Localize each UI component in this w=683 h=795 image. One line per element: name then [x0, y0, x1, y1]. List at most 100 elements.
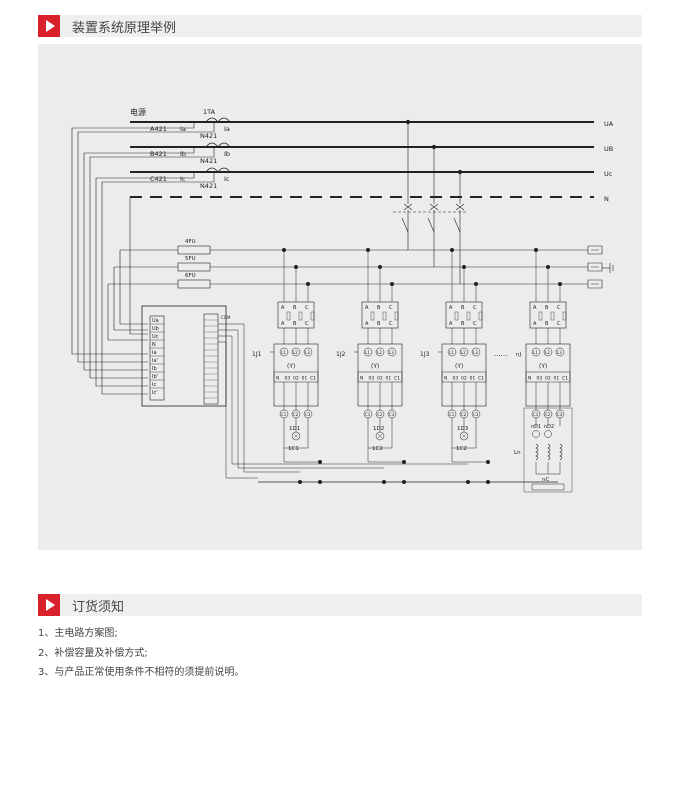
fuse-block-label: B — [545, 305, 549, 311]
section-title: 装置系统原理举例 — [72, 20, 177, 36]
main-switch — [393, 119, 468, 233]
contactor-terminal: L3 — [557, 350, 562, 355]
contactor-terminal: C1 — [365, 412, 371, 417]
contactor-aux-terminal: C1 — [310, 376, 316, 382]
contactor-terminal: L2 — [545, 350, 550, 355]
fuse-block-label: B — [461, 305, 465, 311]
svg-text:Ib: Ib — [180, 150, 186, 158]
contactor-aux-terminal: 03 — [453, 376, 459, 382]
fuse-block-label: B — [377, 305, 381, 311]
svg-text:C421: C421 — [150, 175, 167, 183]
fuse-label-5fu: 5FU — [185, 256, 196, 262]
contactor-terminal: C2 — [545, 412, 551, 417]
contactor-aux-terminal: 02 — [461, 376, 467, 382]
svg-text:Uc: Uc — [152, 334, 159, 340]
lamp-label: nD1 — [531, 424, 541, 430]
phase-b-line: B421 Ib N421 Ib UB — [130, 142, 613, 165]
svg-text:Ua: Ua — [152, 318, 159, 324]
contactor-aux-terminal: C1 — [478, 376, 484, 382]
fuse-block-label: B — [377, 321, 381, 327]
order-notes: 1、主电路方案图; 2、补偿容量及补偿方式; 3、与产品正常使用条件不相符的须提… — [38, 624, 642, 683]
fuse-block-label: C — [557, 305, 561, 311]
capacitor-label: nC — [542, 477, 549, 483]
contactor-terminal: C3 — [473, 412, 479, 417]
contactor-aux-terminal: 01 — [302, 376, 308, 382]
fuse-block-label: C — [473, 321, 477, 327]
capacitor-label: 1C2 — [456, 446, 467, 452]
contactor-terminal: C1 — [281, 412, 287, 417]
svg-text:N421: N421 — [200, 182, 217, 190]
contactor-aux-terminal: 01 — [554, 376, 560, 382]
svg-text:B421: B421 — [150, 150, 167, 158]
note-item: 3、与产品正常使用条件不相符的须提前说明。 — [38, 667, 245, 678]
branch-buses — [107, 232, 614, 341]
contactor-terminal: C3 — [389, 412, 395, 417]
more-branches-dots: ...... — [494, 350, 507, 358]
section-title: 订货须知 — [72, 599, 125, 615]
svg-text:Ub: Ub — [152, 326, 159, 332]
svg-text:Ib: Ib — [152, 366, 157, 372]
svg-text:Uc: Uc — [604, 170, 613, 178]
contactor-terminal: C2 — [461, 412, 467, 417]
svg-text:Ic: Ic — [180, 175, 186, 183]
svg-text:Ib: Ib — [224, 150, 230, 158]
svg-text:Ic: Ic — [152, 382, 156, 388]
fuse-block-label: A — [449, 305, 453, 311]
contactor-coil: (Y) — [539, 363, 547, 370]
branch-id: 1J3 — [420, 351, 430, 358]
fuse-block-label: A — [281, 321, 285, 327]
neutral-line: N — [130, 195, 609, 203]
contactor-aux-terminal: N — [276, 376, 279, 382]
fuse-block-label: B — [293, 321, 297, 327]
contactor-terminal: C1 — [533, 412, 539, 417]
fuse-block-label: A — [533, 305, 537, 311]
contactor-terminal: C3 — [305, 412, 311, 417]
fuse-label-6fu: 6FU — [185, 273, 196, 279]
section-header-order: 订货须知 — [38, 594, 642, 616]
lamp-label: 1D3 — [457, 426, 469, 432]
contactor-aux-terminal: N — [444, 376, 447, 382]
svg-text:Ia: Ia — [224, 125, 230, 133]
contactor-terminal: C2 — [293, 412, 299, 417]
contactor-terminal: L1 — [533, 350, 538, 355]
control-wires — [218, 323, 558, 483]
contactor-terminal: L3 — [305, 350, 310, 355]
contactor-terminal: L3 — [389, 350, 394, 355]
svg-text:N: N — [604, 195, 609, 203]
svg-text:COM: COM — [221, 315, 231, 320]
section-header-principle: 装置系统原理举例 — [38, 15, 642, 37]
contactor-terminal: L1 — [281, 350, 286, 355]
contactor-terminal: L1 — [449, 350, 454, 355]
svg-text:Ic': Ic' — [152, 390, 158, 396]
contactor-terminal: L2 — [461, 350, 466, 355]
fuse-block-label: B — [545, 321, 549, 327]
contactor-aux-terminal: 03 — [369, 376, 375, 382]
note-item: 2、补偿容量及补偿方式; — [38, 647, 148, 659]
fuse-block-label: C — [305, 305, 309, 311]
lamp-label: 1D2 — [373, 426, 384, 432]
svg-text:N421: N421 — [200, 157, 217, 165]
contactor-aux-terminal: 03 — [285, 376, 291, 382]
contactor-aux-terminal: 01 — [470, 376, 476, 382]
circuit-diagram: 电源 1TA A421 Ia N421 Ia UA B421 Ib N421 I… — [38, 44, 642, 550]
contactor-terminal: L2 — [377, 350, 382, 355]
contactor-terminal: C3 — [557, 412, 563, 417]
contactor-terminal: L1 — [365, 350, 370, 355]
branch-id: 1J2 — [336, 351, 346, 358]
play-icon — [38, 15, 60, 37]
capacitor-label: 1C1 — [288, 446, 299, 452]
reactive-power-controller: Ua Ub Uc N Ia Ia' Ib Ib' Ic Ic' COM — [141, 305, 231, 407]
svg-text:N421: N421 — [200, 132, 217, 140]
phase-c-line: C421 Ic N421 Ic Uc — [130, 167, 613, 190]
contactor-aux-terminal: 01 — [386, 376, 392, 382]
fuse-block-label: A — [449, 321, 453, 327]
contactor-terminal: C2 — [377, 412, 383, 417]
note-item: 1、主电路方案图; — [38, 628, 118, 639]
contactor-aux-terminal: 02 — [293, 376, 299, 382]
fuse-block-label: A — [365, 321, 369, 327]
svg-text:UB: UB — [604, 145, 613, 153]
